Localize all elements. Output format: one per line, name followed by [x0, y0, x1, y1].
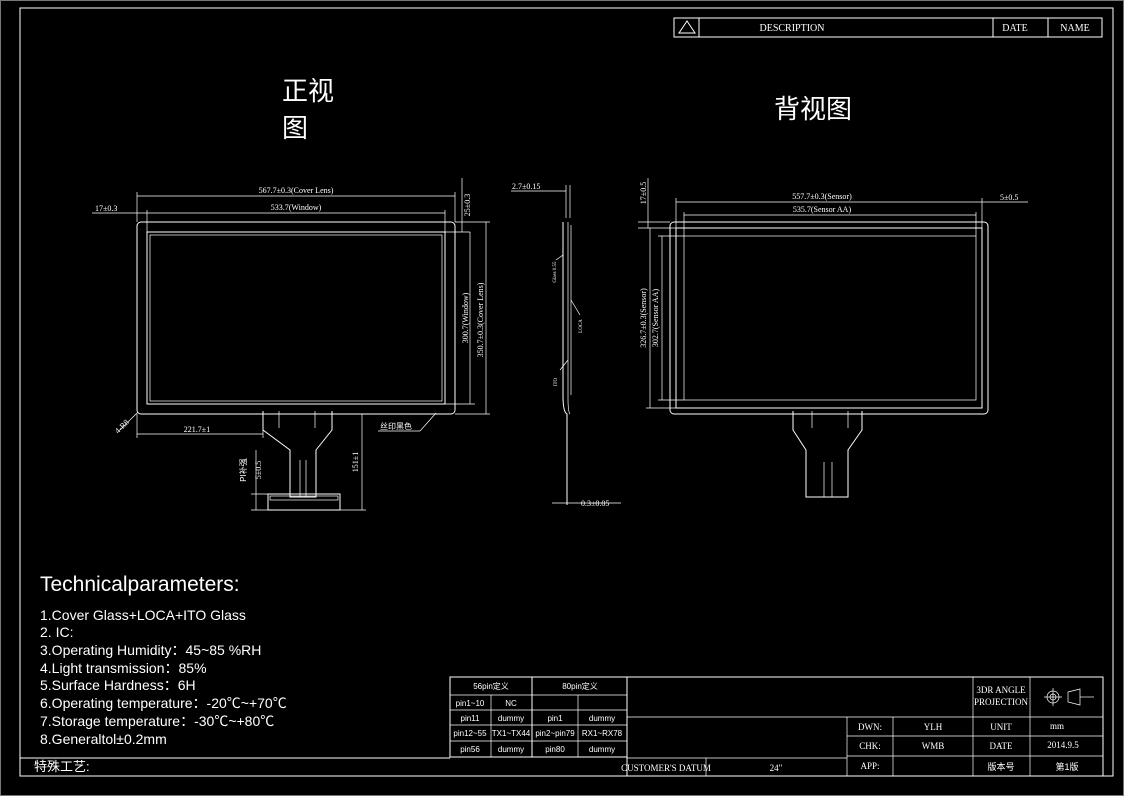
front-left-offset-dim: 17±0.3 — [95, 204, 117, 213]
tech-item: 1.Cover Glass+LOCA+ITO Glass — [40, 607, 246, 623]
back-sensor-aa-width-dim: 535.7(Sensor AA) — [793, 205, 852, 214]
side-fpc-thickness-dim: 0.3±0.05 — [581, 499, 609, 508]
pin-cell: dummy — [589, 745, 615, 754]
pin-cell: pin80 — [545, 745, 565, 754]
back-view: 17±0.5 557.7±0.3(Sensor) 535.7(Sensor AA… — [638, 178, 1028, 498]
side-thickness-dim: 2.7±0.15 — [512, 182, 540, 191]
revision-date-header: DATE — [1002, 23, 1028, 34]
tech-item: 2. IC: — [40, 624, 73, 640]
unit-label: UNIT — [990, 722, 1012, 732]
projection-line-2: PROJECTION — [974, 697, 1029, 707]
version-label: 版本号 — [987, 761, 1014, 772]
back-top-offset-dim: 17±0.5 — [639, 182, 648, 204]
pin-cell: pin11 — [461, 714, 481, 723]
side-glass-label: Glass 0.55 — [553, 261, 558, 283]
front-view-title-2: 图 — [282, 113, 308, 143]
back-fpc — [792, 411, 863, 498]
title-block: CUSTOMER'S DATUM 24" DWN: YLH CHK: WMB A… — [621, 676, 1104, 777]
revision-header: DESCRIPTION DATE NAME — [673, 17, 1103, 38]
pin-definition-table: 56pin定义 80pin定义 pin1~10 NC pin11 dummy p… — [449, 676, 628, 758]
date-value: 2014.9.5 — [1047, 740, 1079, 750]
back-sensor-width-dim: 557.7±0.3(Sensor) — [792, 192, 852, 201]
drawing-border — [19, 7, 1114, 777]
pin-cell: dummy — [589, 714, 615, 723]
pin-cell: TX1~TX44 — [492, 729, 531, 738]
front-window-width-dim: 533.7(Window) — [271, 203, 322, 212]
pin80-header: 80pin定义 — [562, 681, 598, 691]
back-view-title: 背视图 — [774, 94, 852, 124]
version-value: 第1版 — [1055, 761, 1078, 772]
side-ito-label: ITO — [554, 377, 559, 386]
front-cover-lens — [136, 221, 456, 415]
front-corner-radius-dim: 4-R8 — [113, 418, 131, 436]
size-value: 24" — [770, 763, 783, 773]
back-sensor-aa-height-dim: 302.7(Sensor AA) — [651, 289, 660, 348]
tech-item: 7.Storage temperature：-30℃~+80℃ — [40, 713, 274, 729]
tech-heading: Technicalparameters: — [40, 573, 240, 596]
dwn-value: YLH — [924, 722, 943, 732]
chk-label: CHK: — [859, 741, 881, 751]
front-cover-lens-height-dim: 350.7±0.3(Cover Lens) — [476, 282, 485, 357]
projection-line-1: 3DR ANGLE — [976, 685, 1026, 695]
tech-item: 6.Operating temperature：-20℃~+70℃ — [40, 695, 287, 711]
tech-item: 5.Surface Hardness：6H — [40, 677, 196, 693]
chk-value: WMB — [922, 741, 945, 751]
front-window — [146, 231, 446, 405]
side-loca-label: LOCA — [579, 319, 584, 333]
back-sensor — [675, 227, 983, 409]
tech-item: 4.Light transmission：85% — [40, 660, 207, 676]
projection-symbol-icon — [1044, 688, 1094, 706]
front-view-title: 正视 — [282, 76, 334, 106]
back-right-offset-dim: 5±0.5 — [1000, 193, 1018, 202]
front-cover-lens-width-dim: 567.7±0.3(Cover Lens) — [259, 186, 334, 195]
revision-description-header: DESCRIPTION — [759, 23, 824, 34]
special-process-label: 特殊工艺: — [34, 759, 90, 774]
technical-parameters: Technicalparameters: 1.Cover Glass+LOCA+… — [34, 573, 287, 774]
front-stiffener-length-dim: 5±0.5 — [254, 461, 263, 479]
pin-cell: NC — [505, 699, 517, 708]
dwn-label: DWN: — [858, 722, 882, 732]
revision-name-header: NAME — [1060, 23, 1089, 34]
app-label: APP: — [860, 761, 879, 771]
tech-item: 8.Generaltol±0.2mm — [40, 731, 167, 747]
side-view: 2.7±0.15 0.3±0.05 Glass 0.55 LOCA ITO — [511, 182, 621, 508]
customer-datum-label: CUSTOMER'S DATUM — [621, 763, 711, 773]
front-fpc-offset-dim: 221.7±1 — [184, 425, 210, 434]
front-fpc-length-dim: 151±1 — [351, 452, 360, 472]
front-fpc — [262, 411, 333, 498]
unit-value: mm — [1050, 721, 1064, 731]
pin-cell: dummy — [498, 714, 524, 723]
back-sensor-aa — [683, 235, 977, 401]
front-top-offset-dim: 25±0.3 — [463, 194, 472, 216]
pin-cell: pin1 — [547, 714, 563, 723]
front-silk-print-label: 丝印黑色 — [380, 421, 412, 431]
front-view: 567.7±0.3(Cover Lens) 533.7(Window) 17±0… — [92, 178, 490, 511]
front-window-inner — [149, 234, 443, 402]
pin56-header: 56pin定义 — [473, 681, 509, 691]
date-label: DATE — [990, 741, 1013, 751]
pin-cell: pin2~pin79 — [535, 729, 575, 738]
front-window-height-dim: 300.7(Window) — [461, 292, 470, 343]
pin-cell: pin12~55 — [453, 729, 487, 738]
tech-item: 3.Operating Humidity：45~85 %RH — [40, 642, 261, 658]
pin-cell: pin1~10 — [456, 699, 485, 708]
pin-cell: RX1~RX78 — [582, 729, 623, 738]
side-cover-glass — [562, 222, 568, 505]
revision-triangle-icon — [678, 20, 696, 34]
pin-cell: pin56 — [460, 745, 480, 754]
back-sensor-height-dim: 326.7±0.3(Sensor) — [639, 288, 648, 348]
front-pi-stiffener — [267, 493, 341, 511]
front-pi-stiffener-label: PI补强 — [238, 458, 248, 482]
pin-cell: dummy — [498, 745, 524, 754]
back-outline — [669, 221, 989, 415]
